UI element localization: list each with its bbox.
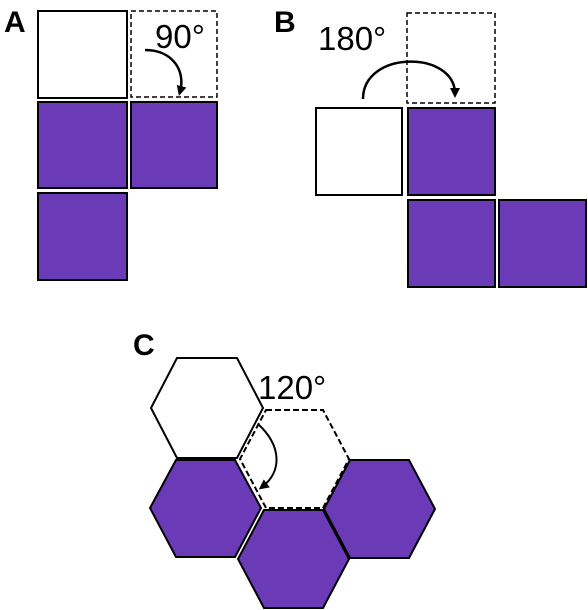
panel-a-filled-square	[130, 101, 218, 189]
panel-a-letter: A	[4, 6, 26, 39]
panel-c-filled-hexagon	[236, 509, 351, 609]
panel-b-rotation-arrow	[361, 60, 460, 100]
panel-a-rotation-arrow	[144, 48, 187, 96]
panel-a-filled-square	[37, 192, 128, 281]
panel-c-angle-label: 120°	[258, 369, 326, 406]
panel-c-filled-hexagon	[322, 459, 437, 559]
panel-b-empty-square	[315, 107, 403, 196]
panel-a-filled-square	[37, 101, 128, 189]
panel-c: C 120°	[133, 329, 437, 609]
panel-a: A 90°	[4, 6, 218, 281]
panel-b-letter: B	[274, 6, 296, 39]
panel-a-angle-label: 90°	[155, 18, 205, 55]
panel-c-filled-hexagon	[148, 459, 263, 558]
panel-c-letter: C	[133, 329, 155, 362]
panel-b-angle-label: 180°	[318, 20, 386, 57]
panel-b-filled-square	[407, 199, 496, 288]
panel-b-target-square	[406, 12, 496, 104]
panel-b-filled-square	[407, 107, 496, 196]
panel-a-target-square	[130, 10, 218, 98]
panel-c-target-hexagon	[238, 409, 351, 509]
panel-b-filled-square	[498, 199, 587, 288]
panel-c-empty-hexagon	[149, 357, 265, 459]
panel-c-rotation-arrow	[257, 423, 278, 490]
panel-b: B 180°	[274, 6, 587, 288]
panel-a-empty-square	[37, 10, 128, 99]
